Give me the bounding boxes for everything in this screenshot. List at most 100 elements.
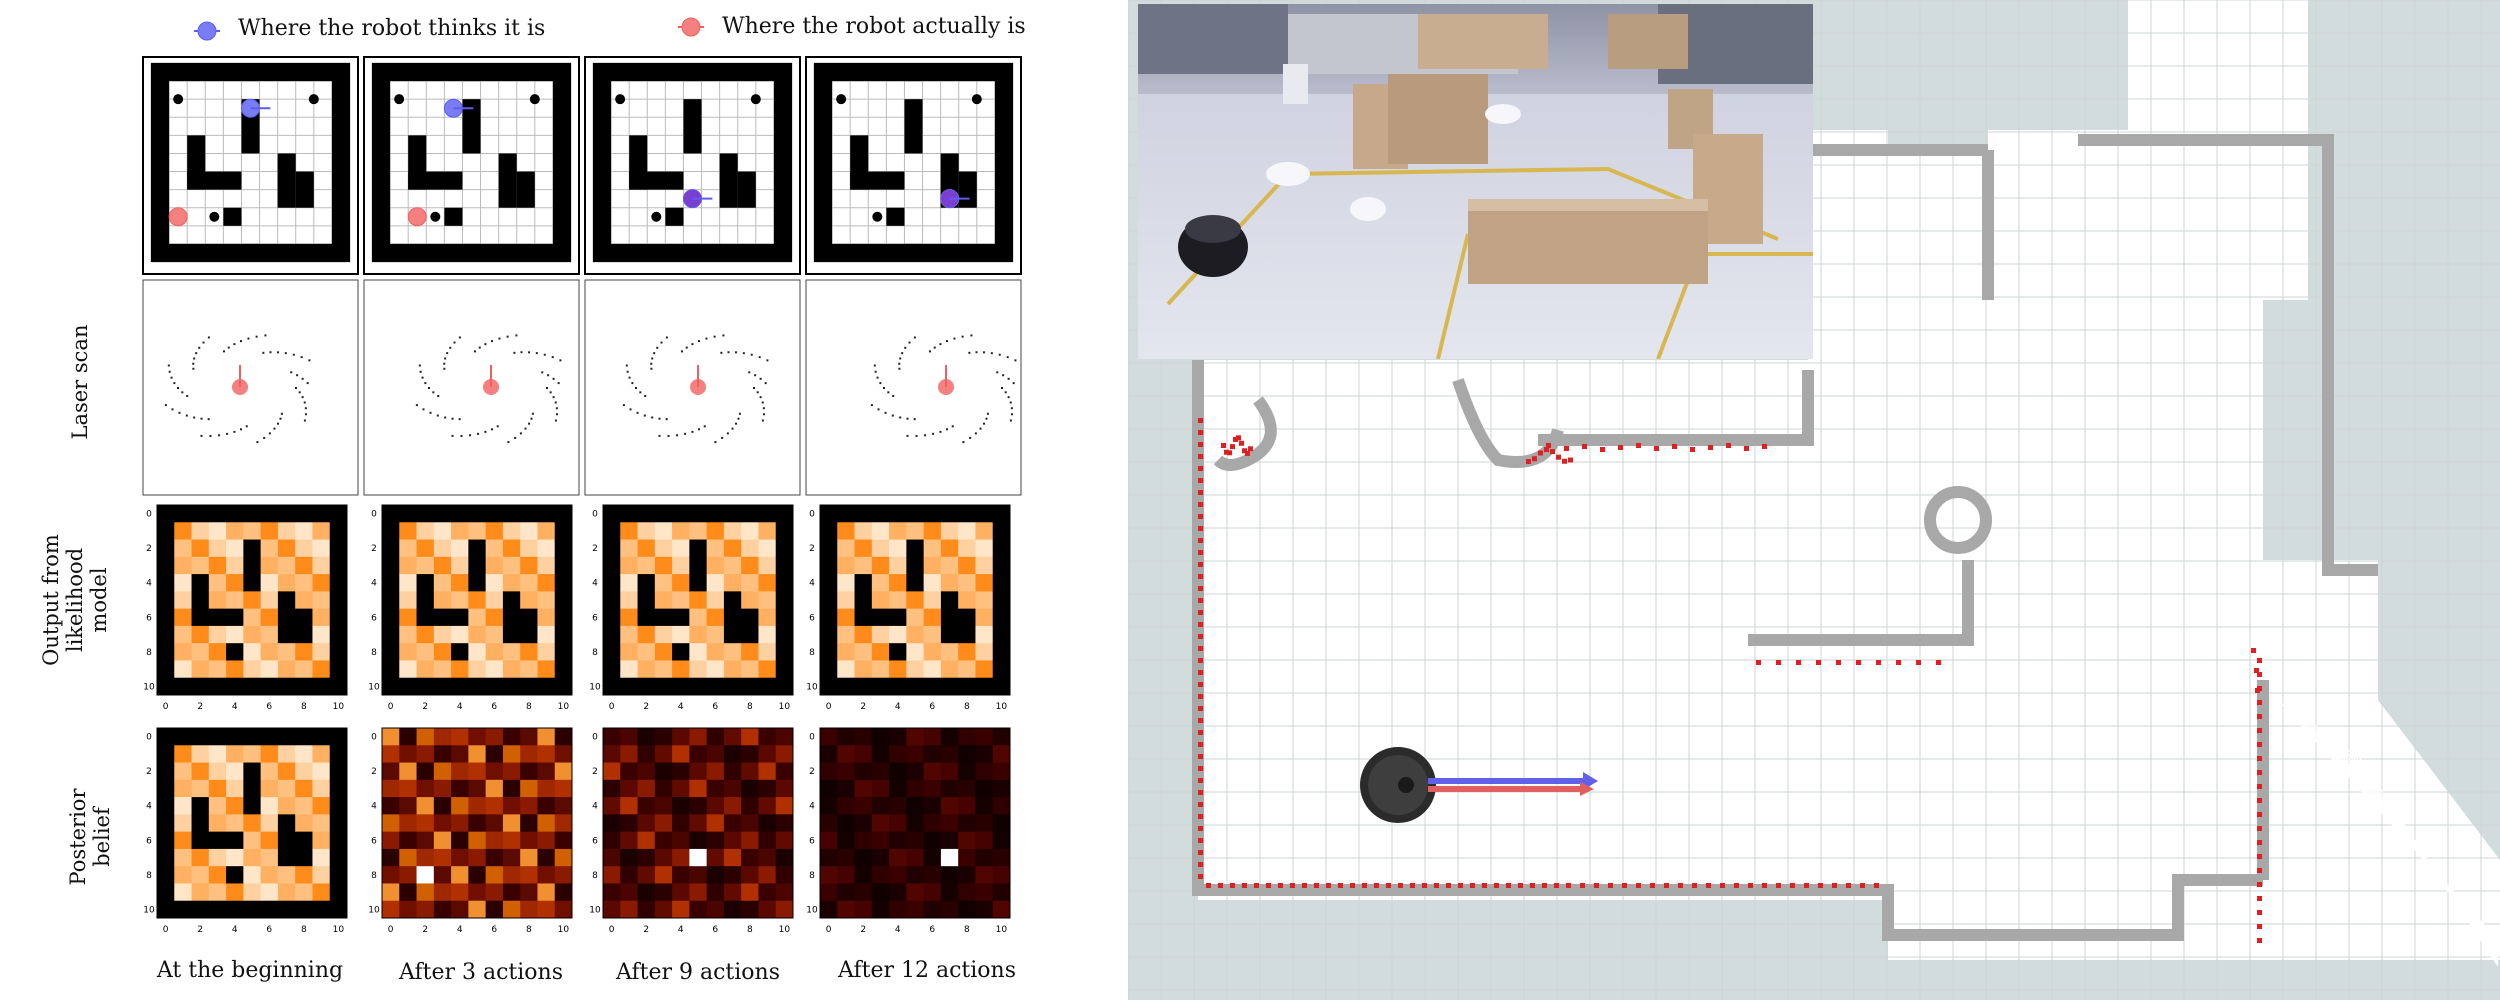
scan-point	[2257, 910, 2262, 915]
scan-point	[1818, 883, 1823, 888]
scan-point	[1198, 742, 1203, 747]
x-tick-label: 0	[609, 702, 615, 712]
scan-point	[1198, 730, 1203, 735]
x-tick-label: 10	[333, 925, 345, 935]
scan-point	[1916, 660, 1921, 665]
x-tick-label: 10	[779, 702, 791, 712]
x-tick-label: 2	[422, 702, 428, 712]
scan-point	[1556, 454, 1561, 460]
scan-point	[1338, 883, 1343, 888]
map-wall	[1568, 874, 2263, 941]
scan-point	[1618, 445, 1623, 450]
maze-panel-3	[805, 56, 1022, 275]
x-tick-label: 8	[301, 702, 307, 712]
scan-point	[1776, 660, 1781, 665]
scan-point	[1350, 883, 1355, 888]
scan-point	[1776, 883, 1781, 888]
scan-point	[1566, 883, 1571, 888]
scan-point	[1594, 883, 1599, 888]
scan-point	[2257, 658, 2262, 663]
y-tick-label: 0	[371, 733, 377, 743]
y-tick-label: 0	[371, 510, 377, 520]
scan-point	[1198, 766, 1203, 771]
y-tick-label: 10	[368, 905, 380, 915]
scan-point	[1236, 435, 1241, 441]
scan-point	[1198, 778, 1203, 783]
legend-actual-label: Where the robot actually is	[722, 14, 1026, 39]
scan-point	[1198, 658, 1203, 663]
scan-point	[1636, 883, 1641, 888]
robot-heading-arrow-believed	[1428, 772, 1598, 790]
x-tick-label: 8	[301, 925, 307, 935]
x-tick-label: 4	[232, 702, 238, 712]
y-tick-label: 4	[592, 579, 598, 589]
scan-point	[1650, 883, 1655, 888]
scan-point	[1198, 670, 1203, 675]
y-tick-label: 6	[371, 836, 377, 846]
x-tick-label: 0	[163, 925, 169, 935]
y-tick-label: 6	[592, 836, 598, 846]
scan-point	[1726, 443, 1731, 448]
scan-point	[2257, 756, 2262, 761]
scan-point	[1198, 634, 1203, 639]
y-tick-label: 10	[589, 905, 601, 915]
scan-point	[1494, 883, 1499, 888]
camera-photo	[1138, 4, 1813, 359]
y-tick-label: 6	[592, 613, 598, 623]
scan-point	[1600, 447, 1605, 452]
legend-believed-label: Where the robot thinks it is	[238, 16, 546, 41]
y-tick-label: 10	[143, 905, 155, 915]
x-tick-label: 10	[558, 702, 570, 712]
robot-heading-arrow-actual	[1428, 782, 1594, 796]
scan-point	[1608, 883, 1613, 888]
y-tick-label: 0	[592, 733, 598, 743]
scan-point	[1692, 883, 1697, 888]
scan-point	[1290, 883, 1295, 888]
scan-point	[1796, 660, 1801, 665]
scan-point	[1198, 466, 1203, 471]
laser-scan-panel-2	[584, 279, 801, 496]
x-tick-label: 6	[491, 702, 497, 712]
scan-point	[2257, 840, 2262, 845]
map-wall	[1192, 360, 1568, 896]
scan-point	[1672, 444, 1677, 449]
x-tick-label: 0	[388, 702, 394, 712]
x-tick-label: 6	[712, 925, 718, 935]
scan-point	[1374, 883, 1379, 888]
scan-point	[1362, 883, 1367, 888]
robot-actual-marker	[168, 207, 188, 227]
col-label-1: After 3 actions	[398, 960, 564, 985]
scan-point	[1198, 694, 1203, 699]
scan-point	[1198, 622, 1203, 627]
scan-point	[1198, 442, 1203, 447]
scan-point	[1198, 646, 1203, 651]
y-tick-label: 10	[368, 682, 380, 692]
scan-point	[1582, 444, 1587, 449]
scan-point	[2254, 668, 2259, 673]
x-tick-label: 8	[964, 925, 970, 935]
y-tick-label: 8	[146, 871, 152, 881]
map-scene	[1128, 0, 2500, 1000]
scan-point	[1242, 448, 1247, 454]
scan-point	[1530, 883, 1535, 888]
x-tick-label: 8	[526, 925, 532, 935]
scan-point	[1198, 490, 1203, 495]
x-tick-label: 8	[526, 702, 532, 712]
scan-point	[1804, 883, 1809, 888]
col-label-2: After 9 actions	[615, 960, 781, 985]
x-tick-label: 0	[826, 702, 832, 712]
laser-scan-panel-3	[805, 279, 1022, 496]
x-tick-label: 6	[712, 702, 718, 712]
localization-figure: Where the robot thinks it is Where the r…	[0, 0, 1120, 1000]
x-tick-label: 4	[232, 925, 238, 935]
y-tick-label: 0	[809, 510, 815, 520]
x-tick-label: 4	[678, 702, 684, 712]
map-wall	[1538, 370, 1814, 446]
scan-point	[1198, 514, 1203, 519]
y-tick-label: 10	[143, 682, 155, 692]
scan-point	[1198, 850, 1203, 855]
y-tick-label: 4	[146, 579, 152, 589]
